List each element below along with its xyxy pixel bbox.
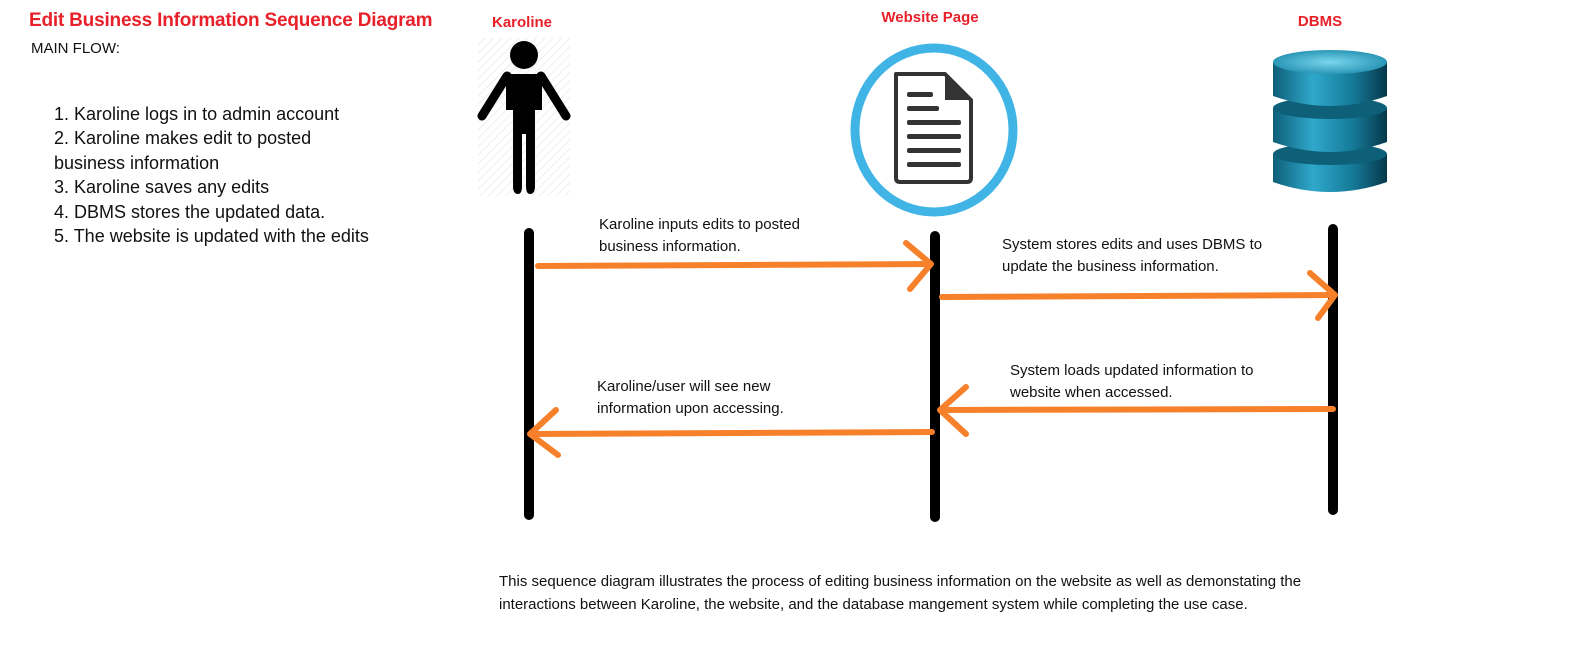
lifeline-karoline <box>524 228 534 520</box>
actor-label-dbms: DBMS <box>1297 13 1343 30</box>
flow-step: 4. DBMS stores the updated data. <box>54 201 326 222</box>
page-title: Edit Business Information Sequence Diagr… <box>29 10 433 31</box>
message-arrow-2 <box>939 270 1338 321</box>
lifeline-dbms <box>1328 224 1338 515</box>
person-icon <box>477 38 571 196</box>
message-label-3: System loads updated information to webs… <box>1010 362 1254 401</box>
message-label-4: Karoline/user will see new information u… <box>597 378 784 417</box>
database-icon <box>1273 50 1387 192</box>
lifeline-website-page <box>930 231 940 522</box>
actor-label-karoline: Karoline <box>491 14 553 31</box>
diagram-caption: This sequence diagram illustrates the pr… <box>499 573 1302 613</box>
document-icon <box>850 43 1018 217</box>
flow-step: 5. The website is updated with the edits <box>54 226 369 247</box>
flow-step: 3. Karoline saves any edits <box>54 177 270 198</box>
flow-step: 2. Karoline makes edit to posted busines… <box>54 128 312 173</box>
main-flow-steps: 1. Karoline logs in to admin account 2. … <box>54 102 374 248</box>
main-flow-label: MAIN FLOW: <box>31 40 120 57</box>
actor-label-website-page: Website Page <box>881 9 979 26</box>
message-label-2: System stores edits and uses DBMS to upd… <box>1002 236 1263 275</box>
message-label-1: Karoline inputs edits to posted business… <box>599 216 800 255</box>
flow-step: 1. Karoline logs in to admin account <box>54 104 340 124</box>
